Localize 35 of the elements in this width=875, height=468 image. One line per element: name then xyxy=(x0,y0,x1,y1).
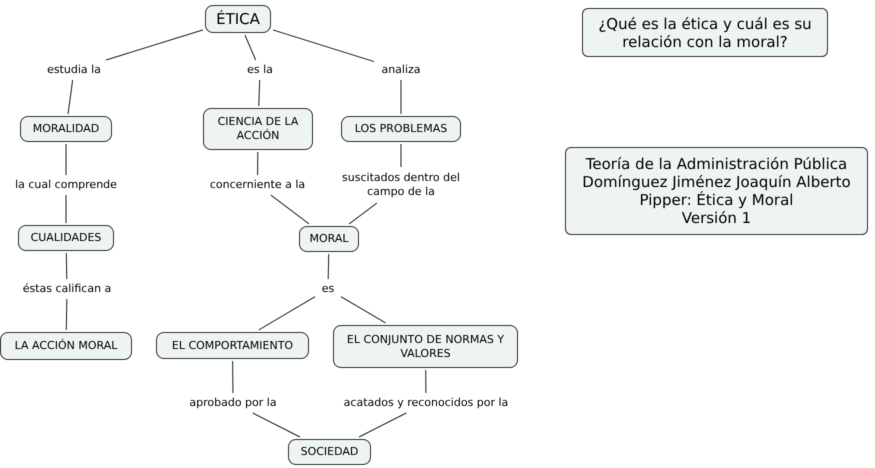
connector-line xyxy=(258,80,260,106)
connector-line xyxy=(340,296,386,324)
connector-line xyxy=(358,412,407,438)
connector-line xyxy=(244,34,256,60)
connector-line xyxy=(348,202,378,224)
connector-line xyxy=(257,152,258,176)
info-text: Teoría de la Administración Pública xyxy=(586,155,848,173)
connector-line xyxy=(400,80,402,114)
info-text: Domínguez Jiménez Joaquín Alberto xyxy=(582,173,851,191)
connector-line xyxy=(272,29,374,62)
concept-box: CIENCIA DE LA ACCIÓN xyxy=(203,108,313,150)
concept-box: ÉTICA xyxy=(205,5,271,33)
connector-line xyxy=(66,298,68,330)
concept-box: CUALIDADES xyxy=(18,225,114,251)
concept-box: SOCIEDAD xyxy=(288,439,371,465)
connector-line xyxy=(232,360,234,394)
connector-line xyxy=(425,370,426,394)
connector-line xyxy=(66,252,68,280)
connector-line xyxy=(258,296,316,330)
info-text: Pipper: Ética y Moral xyxy=(640,191,794,209)
connector-line xyxy=(400,144,402,168)
concept-box: MORAL xyxy=(299,226,359,252)
info-box: ¿Qué es la ética y cuál es su relación con la moral? xyxy=(582,8,828,57)
concept-box: LOS PROBLEMAS xyxy=(341,116,461,142)
concept-box: EL COMPORTAMIENTO xyxy=(156,332,309,359)
connector-line xyxy=(252,412,300,438)
concept-box: EL CONJUNTO DE NORMAS Y VALORES xyxy=(333,325,518,368)
connector-line xyxy=(328,254,330,280)
concept-box: MORALIDAD xyxy=(20,116,112,142)
connector-line xyxy=(106,29,204,60)
info-text: Versión 1 xyxy=(682,209,752,227)
concept-box: LA ACCIÓN MORAL xyxy=(0,332,132,360)
connector-line xyxy=(270,194,310,224)
connector-line xyxy=(68,80,74,114)
info-box xyxy=(565,147,868,235)
